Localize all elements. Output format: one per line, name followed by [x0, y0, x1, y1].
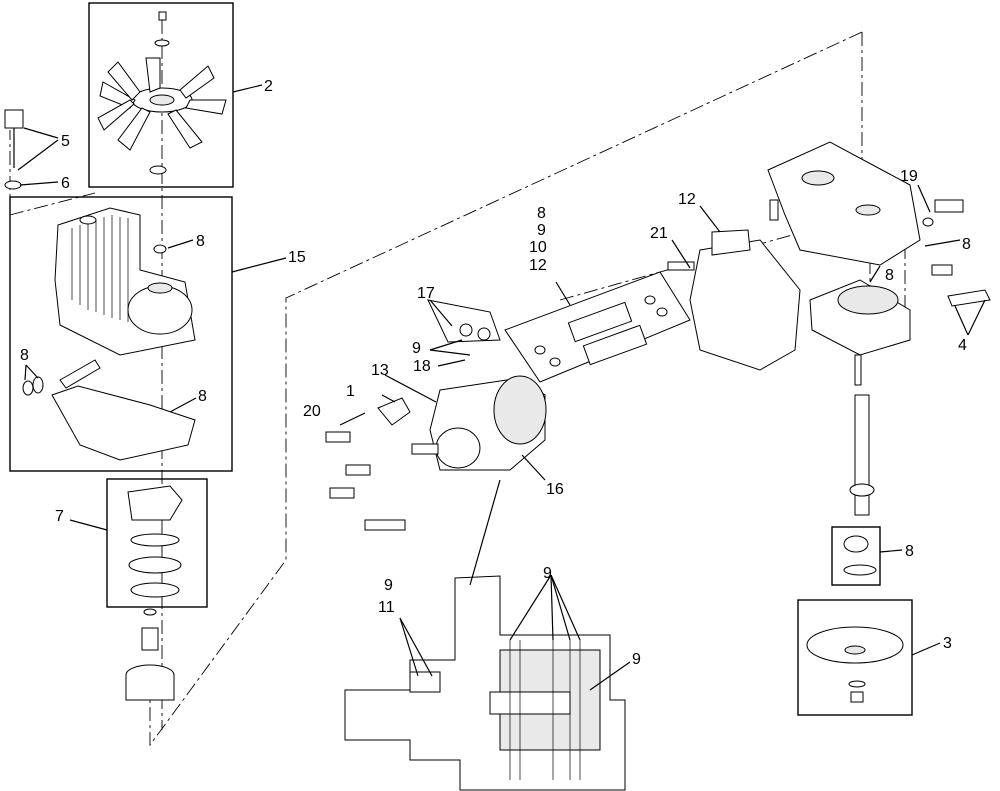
bearing — [32, 376, 44, 394]
pulley-group — [797, 599, 913, 716]
section-view — [344, 575, 626, 791]
fan-hub — [149, 165, 167, 175]
bearing-box — [106, 478, 208, 608]
arm — [947, 289, 991, 307]
o-ring — [4, 180, 22, 190]
swashplate — [127, 485, 183, 521]
pulley-box — [797, 599, 913, 716]
shaft-bore — [435, 427, 481, 469]
center-bolt — [667, 261, 695, 271]
fan-group — [88, 2, 234, 188]
center-pump — [325, 299, 547, 531]
output-shaft — [849, 394, 875, 516]
spring — [141, 627, 159, 651]
fan-bolt — [158, 11, 167, 21]
thrust-bearing — [128, 556, 182, 574]
callout-8: 8 — [905, 543, 914, 560]
fitting — [934, 199, 964, 213]
oil-cap — [4, 109, 24, 129]
bolt — [329, 487, 355, 499]
callout-9: 9 — [412, 340, 421, 357]
callout-17: 17 — [417, 285, 435, 302]
lever — [59, 359, 101, 389]
housing-group — [9, 196, 233, 472]
seal — [22, 380, 34, 396]
housing-plug — [153, 244, 167, 254]
input-shaft — [411, 443, 439, 455]
callout-18: 18 — [413, 358, 431, 375]
callout-11: 11 — [378, 599, 395, 616]
callout-10: 10 — [529, 239, 547, 256]
callout-8: 8 — [196, 233, 205, 250]
bolt — [364, 519, 406, 531]
top-cover — [767, 141, 921, 266]
pump-flange — [493, 375, 547, 445]
callout-21: 21 — [650, 225, 668, 242]
callout-6: 6 — [61, 175, 70, 192]
callout-3: 3 — [943, 635, 952, 652]
retainer-group — [831, 526, 881, 586]
callout-7: 7 — [55, 508, 64, 525]
callout-labels: 2 5 6 8 15 8 8 7 17 9 18 13 1 20 16 8 9 … — [20, 78, 971, 668]
retainer-box — [831, 526, 881, 586]
callout-4: 4 — [958, 337, 967, 354]
shaft — [854, 394, 870, 516]
callout-5: 5 — [61, 133, 70, 150]
callout-9: 9 — [543, 565, 552, 582]
finned-housing — [54, 207, 196, 356]
callout-1: 1 — [346, 383, 355, 400]
callout-8: 8 — [20, 347, 29, 364]
callout-15: 15 — [288, 249, 306, 266]
callout-12: 12 — [529, 257, 547, 274]
callout-9: 9 — [384, 577, 393, 594]
right-housing — [767, 141, 991, 386]
callout-8: 8 — [537, 205, 546, 222]
bolt — [325, 431, 351, 443]
dipstick-group — [4, 109, 24, 190]
center-housing — [667, 229, 801, 371]
callout-9: 9 — [537, 222, 546, 239]
housing-box — [9, 196, 233, 472]
bearing-group — [106, 478, 208, 701]
bolt — [345, 464, 371, 476]
callout-19: 19 — [900, 168, 918, 185]
callout-13: 13 — [371, 362, 389, 379]
callout-20: 20 — [303, 403, 321, 420]
leader-lines — [17, 84, 986, 691]
cooling-fan — [97, 57, 227, 151]
gasket — [51, 385, 196, 461]
callout-2: 2 — [264, 78, 273, 95]
fan-washer — [154, 39, 170, 47]
callout-8: 8 — [885, 267, 894, 284]
callout-8: 8 — [962, 236, 971, 253]
callout-12: 12 — [678, 191, 696, 208]
fan-box — [88, 2, 234, 188]
seal-kit — [504, 271, 691, 383]
pulley — [806, 626, 904, 664]
callout-9: 9 — [632, 651, 641, 668]
center-case — [689, 239, 801, 371]
callout-8: 8 — [198, 388, 207, 405]
callout-16: 16 — [546, 481, 564, 498]
